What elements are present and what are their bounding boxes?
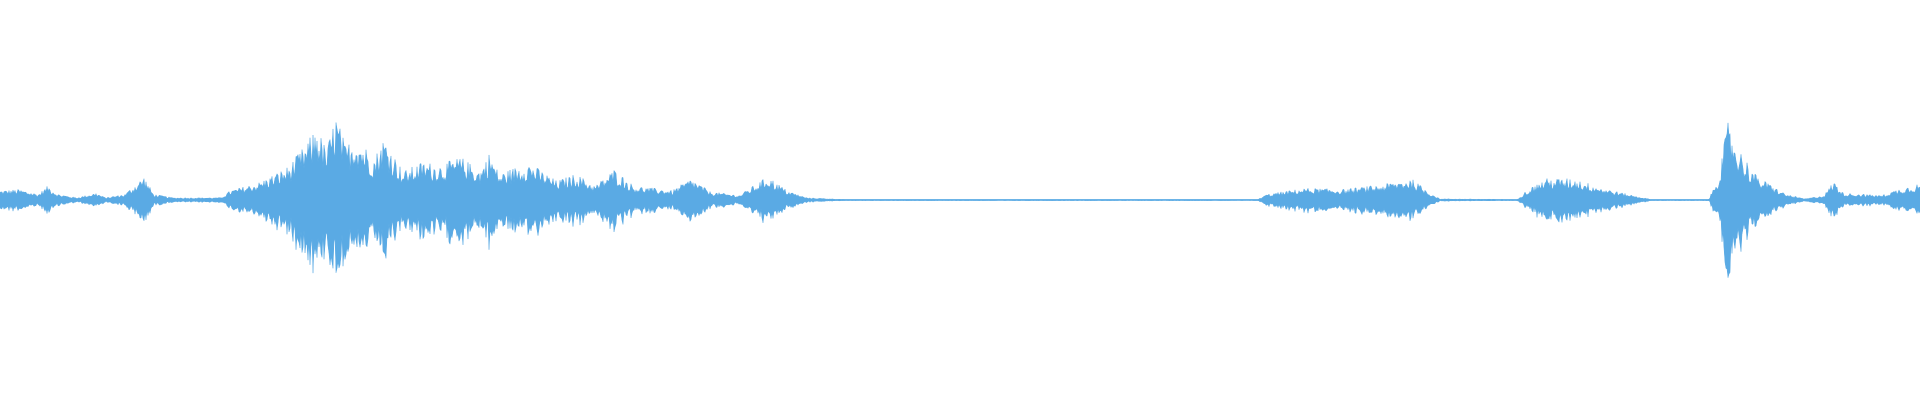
waveform-bars — [0, 122, 1920, 278]
